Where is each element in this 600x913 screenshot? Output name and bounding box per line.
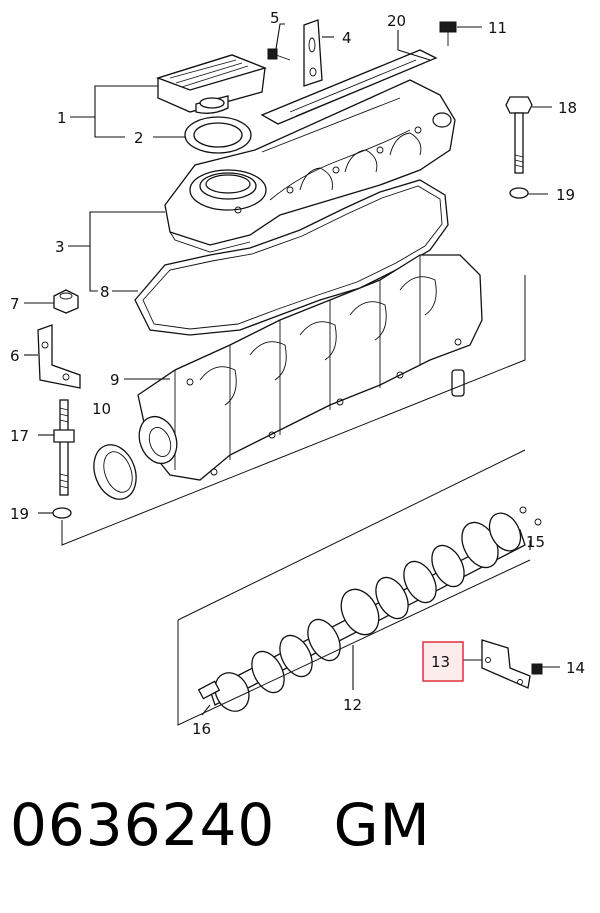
callout-8: 8 (100, 283, 110, 301)
leader-lines (24, 23, 560, 716)
oil-filler-cap (155, 54, 268, 114)
callout-1: 1 (57, 109, 67, 127)
callout-14: 14 (566, 659, 585, 677)
callout-9: 9 (110, 371, 120, 389)
plate-13 (481, 639, 531, 689)
callout-6: 6 (10, 347, 20, 365)
bracket-4 (303, 19, 323, 87)
camshaft-frame (177, 449, 531, 726)
callout-20: 20 (387, 12, 406, 30)
seal-ring-10 (93, 444, 137, 500)
callout-13: 13 (431, 653, 450, 671)
callout-7: 7 (10, 295, 20, 313)
cylinder-head-cover (164, 79, 456, 253)
stud-17 (53, 399, 75, 496)
callout-5: 5 (270, 9, 280, 27)
bolt-5 (267, 48, 291, 61)
bracket-6 (37, 324, 81, 389)
camshaft (197, 506, 542, 712)
callout-15: 15 (526, 533, 545, 551)
bolt-11 (439, 21, 457, 46)
nut-7 (53, 289, 79, 314)
housing-frame (61, 275, 526, 546)
part-number-caption: 0636240 GM (10, 791, 431, 859)
baffle-plate (260, 49, 438, 125)
bolt-18 (505, 96, 533, 174)
callout-19-top: 19 (556, 186, 575, 204)
highlight-box (422, 641, 464, 682)
callout-17: 17 (10, 427, 29, 445)
callout-13-highlight[interactable]: 13 (422, 641, 464, 682)
washer-19-top (509, 187, 529, 199)
callout-19-bottom: 19 (10, 505, 29, 523)
callout-12: 12 (343, 696, 362, 714)
callout-10: 10 (92, 400, 111, 418)
callout-3: 3 (55, 238, 65, 256)
washer-19-bottom (52, 507, 72, 519)
callout-16: 16 (192, 720, 211, 738)
callout-18: 18 (558, 99, 577, 117)
callout-4: 4 (342, 29, 352, 47)
callout-11: 11 (488, 19, 507, 37)
filler-cap-seal (184, 116, 252, 154)
callout-labels: 1 2 3 4 5 6 7 8 9 10 11 12 14 15 16 17 1… (10, 9, 585, 738)
cover-gasket (134, 179, 449, 336)
callout-2: 2 (134, 129, 144, 147)
bolt-14 (531, 663, 543, 675)
camshaft-housing (137, 254, 483, 481)
